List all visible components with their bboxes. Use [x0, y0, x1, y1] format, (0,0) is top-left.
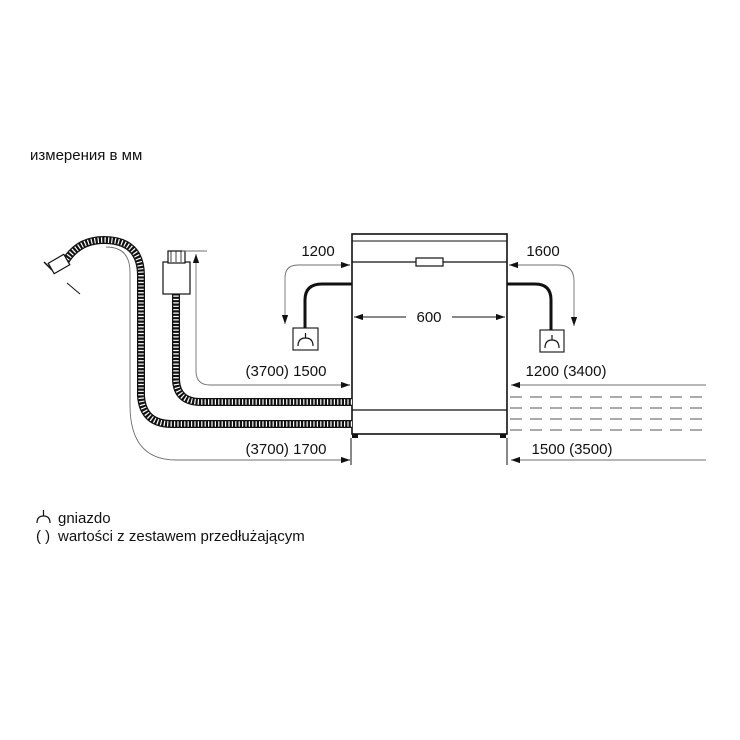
right-cord-label: 1600 [526, 243, 559, 260]
width-dimension: 600 [354, 309, 505, 326]
drain-hose [162, 250, 352, 406]
right-drain-dimension: 1200 (3400) [511, 363, 706, 389]
socket-icon [544, 335, 560, 349]
left-drain-label: (3700) 1500 [246, 363, 327, 380]
right-socket [539, 329, 565, 353]
legend: gniazdo ( ) wartości z zestawem przedłuż… [36, 510, 305, 545]
units-title: измерения в мм [30, 147, 142, 164]
right-inlet-dimension: 1500 (3500) [506, 438, 706, 465]
hose-nut [167, 250, 186, 264]
width-label: 600 [416, 309, 441, 326]
socket-icon [297, 333, 314, 347]
legend-socket-icon [36, 510, 51, 524]
left-drain-dimension: (3700) 1500 [182, 250, 350, 389]
left-inlet-dimension: (3700) 1700 [105, 246, 352, 465]
left-socket [292, 327, 319, 351]
left-inlet-label: (3700) 1700 [246, 441, 327, 458]
right-cord-dimension: 1600 [509, 243, 578, 326]
legend-extension-symbol: ( ) [36, 528, 50, 545]
aquastop-valve [162, 261, 191, 295]
right-foot [500, 434, 506, 438]
inlet-hose [43, 235, 352, 428]
right-hose-dashes [510, 396, 706, 431]
right-cord [507, 282, 565, 353]
left-cord-dimension: 1200 [281, 243, 350, 324]
right-drain-label: 1200 (3400) [526, 363, 607, 380]
legend-extension: wartości z zestawem przedłużającym [57, 528, 305, 545]
left-cord-label: 1200 [301, 243, 334, 260]
legend-socket: gniazdo [58, 510, 111, 527]
control-display [415, 257, 444, 267]
left-foot [352, 434, 358, 438]
right-inlet-label: 1500 (3500) [532, 441, 613, 458]
dishwasher-front [351, 233, 508, 438]
left-cord [292, 282, 352, 351]
